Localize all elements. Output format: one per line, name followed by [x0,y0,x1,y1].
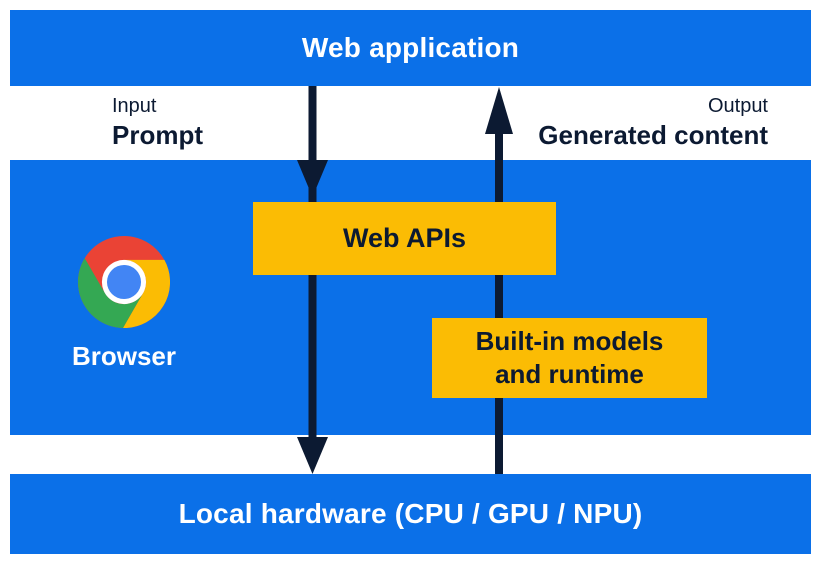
output-label-group: Output Generated content [538,94,768,151]
input-value: Prompt [112,120,203,150]
chrome-logo-yellow-segment [122,259,170,328]
web-apis-label: Web APIs [342,223,467,253]
chrome-logo-green-segment [78,258,144,328]
down-arrowhead-bottom [297,437,328,474]
down-arrowhead-top [297,160,328,197]
chrome-logo-icon [78,236,170,328]
browser-label: Browser [71,341,177,371]
web-apis-box: Web APIs [253,202,556,275]
local-hardware-label: Local hardware (CPU / GPU / NPU) [178,498,643,529]
web-application-bar: Web application [10,10,811,86]
builtin-models-label-line2: and runtime [495,359,644,389]
builtin-models-label-line1: Built-in models [475,326,664,356]
input-title: Input [112,95,157,117]
output-title: Output [707,95,768,117]
input-label-group: Input Prompt [112,94,203,151]
chrome-logo-blue-center [106,264,142,300]
local-hardware-bar: Local hardware (CPU / GPU / NPU) [10,474,811,554]
upward-flow-arrow [485,87,513,474]
output-value: Generated content [538,120,768,150]
web-application-label: Web application [301,32,520,63]
downward-flow-arrow [297,86,328,474]
up-arrowhead [485,87,513,134]
builtin-models-box: Built-in models and runtime [432,318,707,398]
